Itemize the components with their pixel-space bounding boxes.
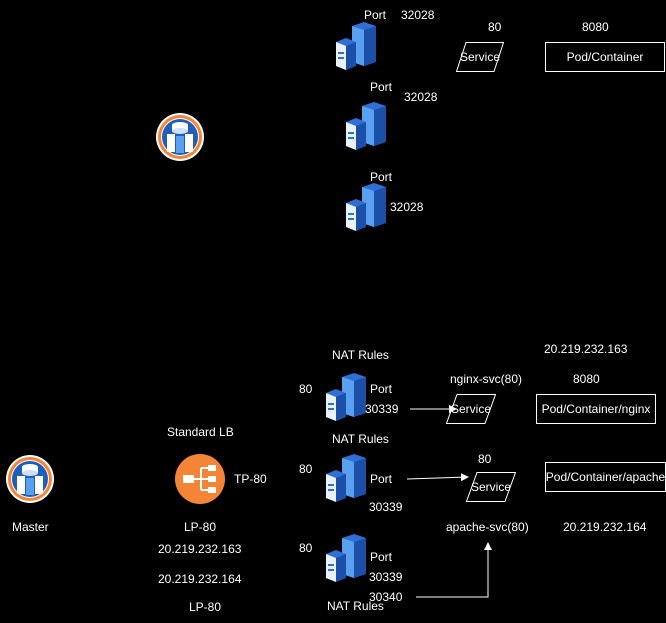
service-label: Service <box>459 50 500 64</box>
service-port: 80 <box>488 20 502 34</box>
nginx-pod-box: Pod/Container/nginx <box>536 394 656 424</box>
arrow-node2-to-apache-service <box>406 473 469 482</box>
lb-lp-label: LP-80 <box>184 520 217 534</box>
service-label: Service <box>450 402 491 416</box>
port-value-secondary: 30340 <box>369 590 403 604</box>
lb-port: 80 <box>299 462 313 476</box>
server-icon <box>324 454 368 502</box>
port-label: Port <box>370 550 393 564</box>
apache-pod-box: Pod/Container/apache <box>545 462 666 492</box>
master-node-icon <box>5 454 55 504</box>
lb-tp-label: TP-80 <box>234 472 267 486</box>
apache-ip: 20.219.232.164 <box>563 520 647 534</box>
port-value: 32028 <box>404 90 438 104</box>
nat-rules-label: NAT Rules <box>327 599 384 613</box>
apache-svc-port: 80 <box>478 452 492 466</box>
server-icon <box>324 534 368 582</box>
master-node-icon <box>155 112 205 162</box>
lb-title: Standard LB <box>167 425 234 439</box>
nat-rules-label: NAT Rules <box>332 348 389 362</box>
master-label: Master <box>12 520 49 534</box>
port-label: Port <box>364 8 387 22</box>
arrow-node3-to-apache-service <box>416 542 492 598</box>
apache-service-node: Service <box>466 472 516 502</box>
lb-port: 80 <box>299 541 313 555</box>
port-label: Port <box>370 472 393 486</box>
port-value: 30339 <box>365 402 399 416</box>
server-icon <box>324 373 368 421</box>
load-balancer-icon <box>175 454 225 504</box>
nat-rules-label: NAT Rules <box>332 432 389 446</box>
apache-svc-name: apache-svc(80) <box>446 520 529 534</box>
nginx-ip: 20.219.232.163 <box>544 342 628 356</box>
port-label: Port <box>370 80 393 94</box>
lb-ip: 20.219.232.163 <box>158 542 242 556</box>
server-icon <box>344 183 388 231</box>
nginx-pod-port: 8080 <box>573 372 600 386</box>
port-label: Port <box>370 382 393 396</box>
nginx-service-node: Service <box>446 394 496 424</box>
service-node: Service <box>456 42 504 72</box>
nginx-svc-name: nginx-svc(80) <box>450 372 523 386</box>
server-icon <box>334 22 378 70</box>
port-label: Port <box>370 170 393 184</box>
server-icon <box>344 102 388 150</box>
service-label: Service <box>470 480 511 494</box>
pod-container-box: Pod/Container <box>545 42 665 72</box>
port-value: 30339 <box>369 500 403 514</box>
pod-port: 8080 <box>582 20 609 34</box>
port-value: 32028 <box>390 200 424 214</box>
port-value: 30339 <box>369 570 403 584</box>
lb-lp-label: LP-80 <box>189 600 222 614</box>
lb-ip: 20.219.232.164 <box>158 572 242 586</box>
lb-port: 80 <box>299 382 313 396</box>
port-value: 32028 <box>401 8 435 22</box>
